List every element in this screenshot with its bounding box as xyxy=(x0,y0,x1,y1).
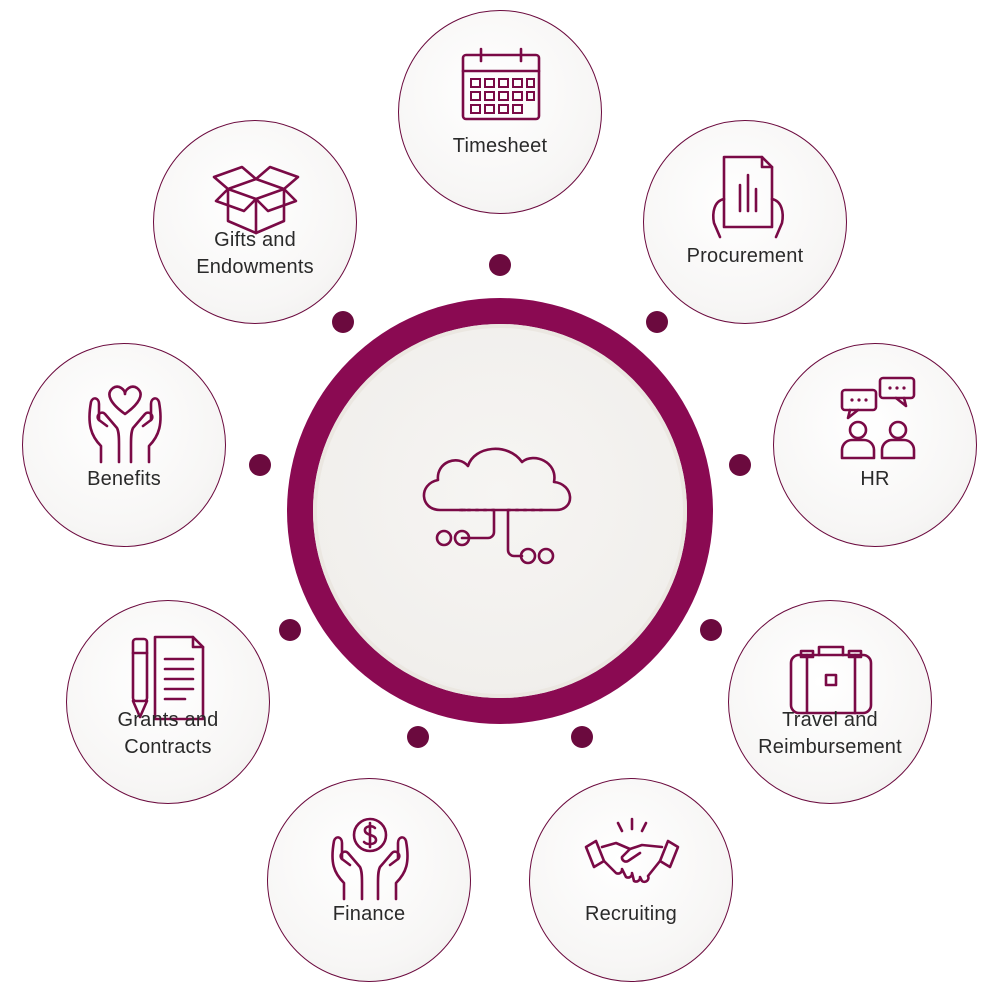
node-label: Recruiting xyxy=(584,903,678,925)
connector-dot xyxy=(249,454,271,476)
node-label: HR xyxy=(860,468,890,490)
people-chat-icon xyxy=(840,376,916,460)
connector-dot xyxy=(407,726,429,748)
hands-dollar-icon xyxy=(331,817,409,901)
node-label: Benefits xyxy=(87,468,161,490)
node-procurement[interactable]: Procurement xyxy=(643,120,847,324)
node-label: Travel and Reimbursement xyxy=(758,709,902,758)
node-timesheet[interactable]: Timesheet xyxy=(398,10,602,214)
node-travel[interactable]: Travel and Reimbursement xyxy=(728,600,932,804)
node-label: Gifts and Endowments xyxy=(196,229,314,278)
handshake-icon xyxy=(584,817,680,884)
connector-dot xyxy=(489,254,511,276)
pen-document-icon xyxy=(131,635,205,721)
node-label: Finance xyxy=(332,903,406,925)
connector-dot xyxy=(279,619,301,641)
suitcase-icon xyxy=(789,645,873,715)
node-gifts[interactable]: Gifts and Endowments xyxy=(153,120,357,324)
document-hands-icon xyxy=(712,155,784,239)
connector-dot xyxy=(571,726,593,748)
connector-dot xyxy=(332,311,354,333)
calendar-icon xyxy=(461,47,541,121)
connector-dot xyxy=(700,619,722,641)
node-recruiting[interactable]: Recruiting xyxy=(529,778,733,982)
hands-heart-icon xyxy=(88,385,162,464)
cloud-network-icon xyxy=(422,447,572,565)
connector-dot xyxy=(646,311,668,333)
node-label: Timesheet xyxy=(452,135,548,157)
node-label: Grants and Contracts xyxy=(117,709,219,758)
node-finance[interactable]: Finance xyxy=(267,778,471,982)
node-benefits[interactable]: Benefits xyxy=(22,343,226,547)
node-label: Procurement xyxy=(686,245,804,267)
node-hr[interactable]: HR xyxy=(773,343,977,547)
connector-dot xyxy=(729,454,751,476)
open-box-icon xyxy=(212,165,300,235)
node-grants[interactable]: Grants and Contracts xyxy=(66,600,270,804)
